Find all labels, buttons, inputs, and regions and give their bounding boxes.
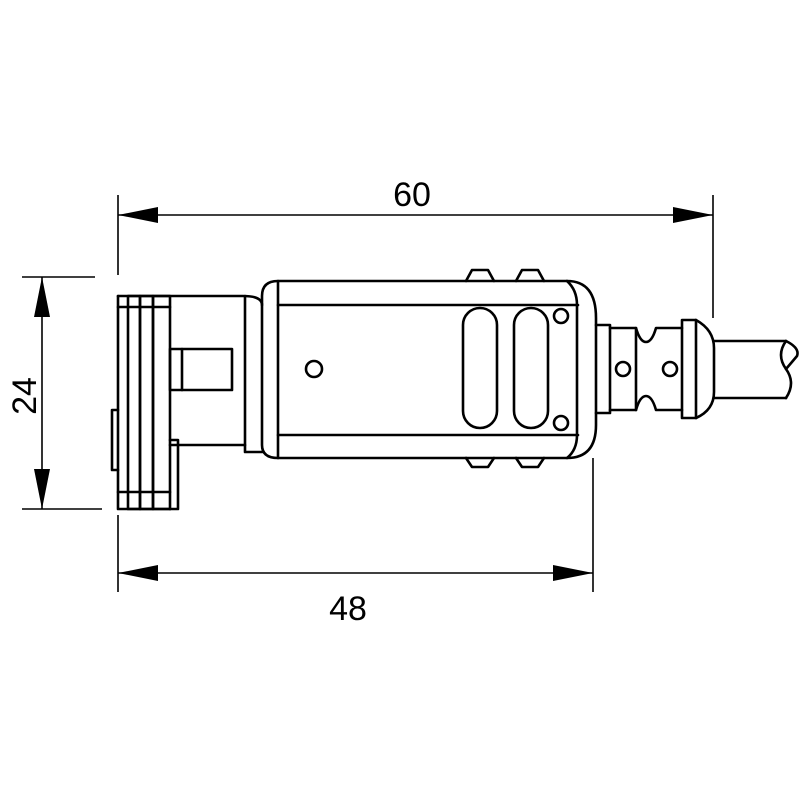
strain-relief-hole-left	[614, 360, 632, 378]
dimension-height: 24	[6, 276, 102, 510]
dimension-overall-length: 60	[117, 176, 714, 318]
strain-relief-hole-right	[661, 360, 679, 378]
grip-slot-right	[512, 306, 550, 430]
dimension-body-length: 48	[117, 458, 594, 628]
connector-outline	[110, 268, 799, 511]
cable	[712, 339, 799, 400]
housing-screw-hole	[304, 359, 324, 379]
main-housing	[260, 268, 598, 469]
dimension-label-48: 48	[329, 590, 367, 628]
housing-screw-top	[552, 307, 570, 325]
strain-relief	[594, 318, 716, 420]
housing-screw-bottom	[552, 414, 570, 432]
grip-slot-left	[461, 306, 499, 430]
dimension-label-60: 60	[393, 176, 431, 214]
front-latch-assembly	[110, 294, 264, 511]
dimension-label-24: 24	[6, 377, 44, 415]
